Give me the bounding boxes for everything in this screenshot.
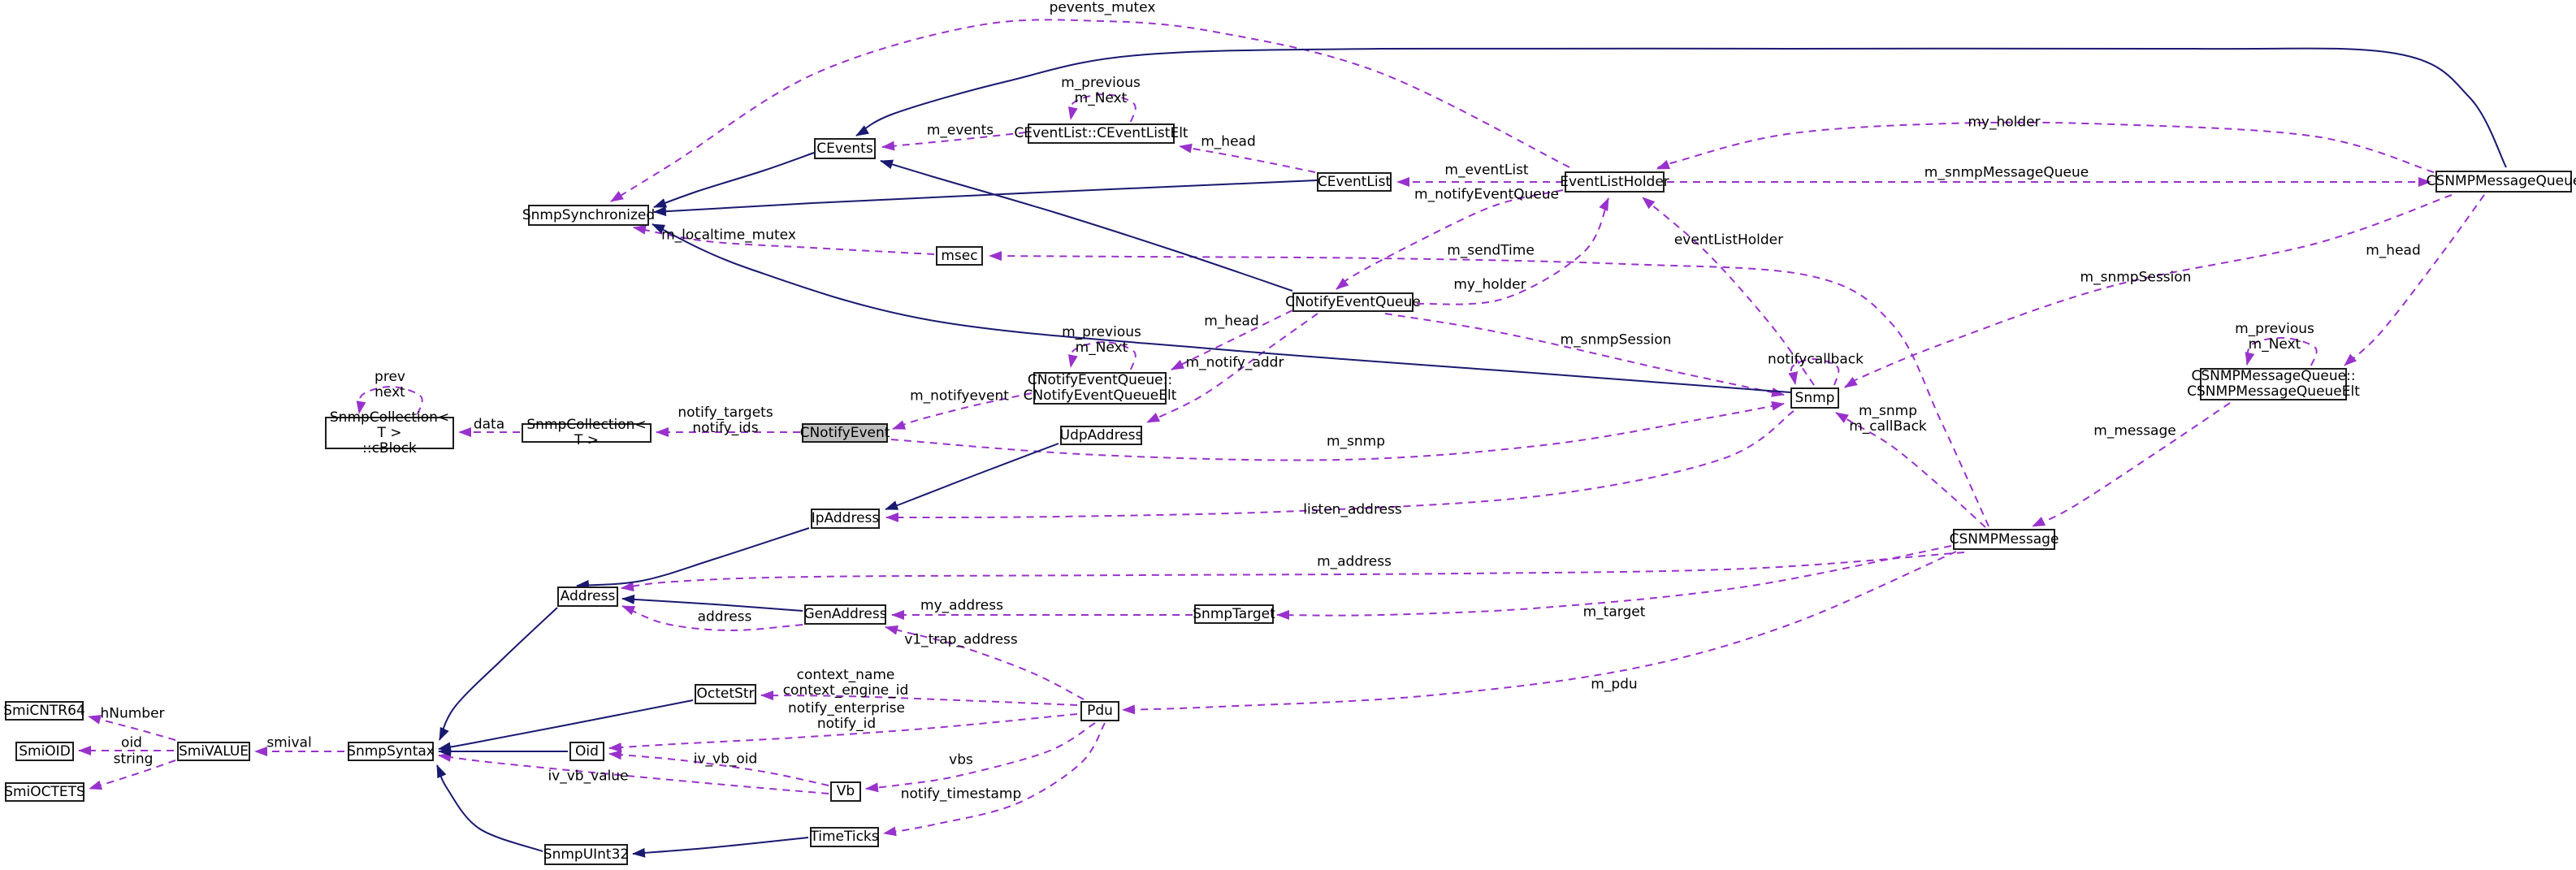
class-node-eventlistholder[interactable]: EventListHolder [1560, 171, 1669, 193]
class-node-udpaddress[interactable]: UdpAddress [1060, 426, 1142, 445]
usage-edge [610, 19, 1570, 202]
class-node-snmptarget[interactable]: SnmpTarget [1193, 604, 1275, 624]
usage-edge [1067, 340, 1136, 370]
usage-edge [88, 715, 176, 741]
class-node-csnmpmessagequeue[interactable]: CSNMPMessageQueue [2427, 171, 2576, 193]
usage-edge [885, 410, 1795, 522]
usage-edge [1122, 551, 1957, 715]
usage-edge [1788, 357, 1840, 386]
class-node-ipaddress[interactable]: IpAddress [811, 509, 880, 529]
class-node-csnmpmessage[interactable]: CSNMPMessage [1950, 529, 2059, 550]
class-node-cnotifyeventqueueelt[interactable]: CNotifyEventQueue:: CNotifyEventQueueElt [1023, 372, 1177, 405]
class-node-smicntr64[interactable]: SmiCNTR64 [3, 701, 85, 721]
inheritance-edge [621, 594, 803, 612]
usage-edge [865, 722, 1096, 793]
class-node-smioid[interactable]: SmiOID [15, 742, 74, 761]
usage-edge [1844, 194, 2453, 388]
usage-edge [89, 760, 176, 790]
usage-edge [1276, 545, 1952, 621]
class-node-genaddress[interactable]: GenAddress [803, 604, 887, 625]
class-node-ceventlistelt[interactable]: CEventList::CEventListElt [1014, 123, 1188, 144]
inheritance-edge [855, 47, 2507, 168]
inheritance-edge [880, 159, 1293, 292]
class-node-cnotifyeventqueue[interactable]: CNotifyEventQueue [1285, 292, 1421, 312]
usage-edge [356, 385, 423, 415]
class-node-octetstr[interactable]: OctetStr [695, 684, 756, 704]
inheritance-edge [632, 837, 809, 858]
inheritance-edge [576, 527, 810, 590]
usage-edge [2032, 402, 2231, 527]
inheritance-edge [652, 223, 1791, 393]
class-node-csnmpmessagequeueelt[interactable]: CSNMPMessageQueue:: CSNMPMessageQueueElt [2187, 368, 2360, 400]
class-node-snmpcollection[interactable]: SnmpCollection< T > [522, 418, 652, 448]
inheritance-edge [438, 699, 694, 752]
usage-edge [1067, 93, 1136, 123]
class-node-oid[interactable]: Oid [569, 742, 604, 761]
usage-edge [1179, 143, 1316, 173]
usage-edge [438, 752, 829, 794]
usage-edge [1642, 197, 1815, 386]
inheritance-edge [653, 152, 815, 208]
usage-edge [633, 224, 935, 255]
class-node-cnotifyevent[interactable]: CNotifyEvent [800, 423, 890, 443]
usage-edge [760, 690, 1078, 706]
inheritance-edge [436, 764, 543, 852]
inheritance-edge [653, 180, 1318, 217]
usage-edge [1656, 121, 2435, 173]
usage-edge [608, 713, 1078, 753]
usage-edge [621, 605, 803, 632]
class-node-ceventlist[interactable]: CEventList [1317, 172, 1392, 192]
usage-edge [1171, 309, 1293, 370]
usage-edge [1384, 313, 1785, 397]
usage-edge [890, 400, 1785, 461]
class-node-msec[interactable]: msec [936, 246, 983, 266]
class-node-snmpsynchronized[interactable]: SnmpSynchronized [522, 205, 655, 226]
usage-edge [2245, 336, 2318, 366]
usage-edge [1336, 189, 1564, 290]
inheritance-edge [885, 443, 1059, 510]
class-node-snmpsyntax[interactable]: SnmpSyntax [347, 742, 435, 761]
class-node-cblock[interactable]: SnmpCollection< T > ::cBlock [325, 409, 454, 456]
class-node-pdu[interactable]: Pdu [1080, 701, 1119, 721]
class-node-address[interactable]: Address [557, 586, 618, 607]
inheritance-edge [439, 607, 558, 741]
usage-edge [1835, 412, 1986, 528]
usage-edge [885, 625, 1085, 700]
usage-edge [1416, 197, 1609, 305]
class-node-snmpuint32[interactable]: SnmpUInt32 [543, 844, 629, 865]
class-node-cevents[interactable]: CEvents [814, 138, 876, 159]
class-node-vb[interactable]: Vb [830, 781, 861, 802]
usage-edge [608, 750, 829, 786]
class-node-snmp[interactable]: Snmp [1790, 387, 1839, 409]
usage-edge [2344, 194, 2485, 366]
usage-edge [1146, 313, 1318, 423]
class-node-smioctets[interactable]: SmiOCTETS [4, 782, 85, 802]
usage-edge [881, 132, 1027, 151]
usage-edge [989, 251, 1989, 527]
usage-edge [892, 392, 1033, 430]
class-node-smivalue[interactable]: SmiVALUE [177, 742, 250, 761]
class-node-timeticks[interactable]: TimeTicks [810, 827, 879, 847]
usage-edge [621, 552, 1965, 592]
